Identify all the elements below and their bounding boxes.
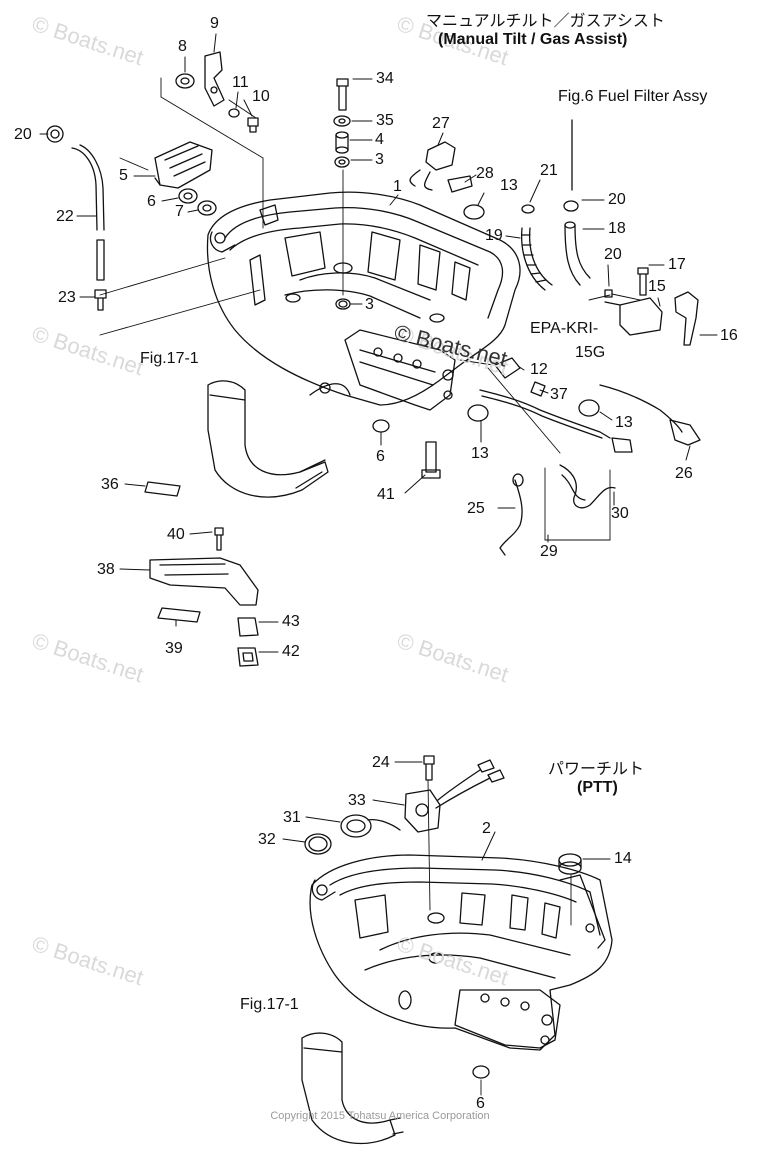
callout-11: 11 — [232, 74, 249, 91]
tiller-top — [207, 380, 329, 498]
callout-9: 9 — [210, 15, 219, 32]
ptt-small-parts — [304, 755, 582, 875]
callout-13: 13 — [615, 414, 633, 431]
fig17-ref-top: Fig.17-1 — [140, 350, 199, 367]
callout-31: 31 — [283, 809, 301, 826]
callout-36: 36 — [101, 476, 119, 493]
part-8-11 — [175, 51, 259, 133]
callout-20: 20 — [14, 126, 32, 143]
callout-13: 13 — [500, 177, 518, 194]
callout-3: 3 — [375, 151, 384, 168]
callout-26: 26 — [675, 465, 693, 482]
callout-38: 38 — [97, 561, 115, 578]
manual-tilt-title-jp: マニュアルチルト／ガスアシスト — [426, 13, 665, 30]
callout-37: 37 — [550, 386, 568, 403]
part-34-35-4-3 — [333, 78, 351, 308]
callout-16: 16 — [720, 327, 738, 344]
lower-cover-ptt — [309, 854, 613, 1051]
part-36 — [144, 481, 181, 497]
lower-cover-manual — [206, 191, 521, 411]
part-38-43 — [149, 527, 259, 667]
callout-10: 10 — [252, 88, 270, 105]
callout-6: 6 — [476, 1095, 485, 1112]
callout-29: 29 — [540, 543, 558, 560]
manual-tilt-title-en: (Manual Tilt / Gas Assist) — [438, 31, 628, 48]
callout-19: 19 — [485, 227, 503, 244]
ptt-title-en: (PTT) — [577, 779, 618, 796]
callout-42: 42 — [282, 643, 300, 660]
callout-41: 41 — [377, 486, 395, 503]
callout-35: 35 — [376, 112, 394, 129]
callout-28: 28 — [476, 165, 494, 182]
callout-3: 3 — [365, 296, 374, 313]
callout-20: 20 — [604, 246, 622, 263]
callout-7: 7 — [175, 203, 184, 220]
part-6-7-grommets — [178, 188, 217, 216]
callout-13: 13 — [471, 445, 489, 462]
epa-label-line1: EPA-KRI- — [530, 320, 599, 337]
fuel-filter-parts — [520, 119, 699, 346]
callout-18: 18 — [608, 220, 626, 237]
callout-30: 30 — [611, 505, 629, 522]
callout-23: 23 — [58, 289, 76, 306]
fuel-filter-ref: Fig.6 Fuel Filter Assy — [558, 88, 708, 105]
leader-lines-top — [99, 77, 641, 541]
leader-lines-bottom — [427, 779, 572, 1096]
fig17-ref-bottom: Fig.17-1 — [240, 996, 299, 1013]
callout-21: 21 — [540, 162, 558, 179]
ptt-title-jp: パワーチルト — [548, 761, 645, 778]
callout-17: 17 — [668, 256, 686, 273]
callout-27: 27 — [432, 115, 450, 132]
callout-12: 12 — [530, 361, 548, 378]
callout-4: 4 — [375, 131, 384, 148]
callout-33: 33 — [348, 792, 366, 809]
callout-39: 39 — [165, 640, 183, 657]
callout-22: 22 — [56, 208, 74, 225]
callout-40: 40 — [167, 526, 185, 543]
callout-43: 43 — [282, 613, 300, 630]
callout-2: 2 — [482, 820, 491, 837]
callout-6: 6 — [147, 193, 156, 210]
part-5-handle — [154, 141, 213, 189]
callout-leaders — [39, 33, 718, 861]
callout-15: 15 — [648, 278, 666, 295]
callout-25: 25 — [467, 500, 485, 517]
hose-22-assembly — [46, 125, 107, 311]
callout-34: 34 — [376, 70, 394, 87]
callout-20: 20 — [608, 191, 626, 208]
tiller-bottom — [301, 1032, 490, 1145]
epa-label-line2: 15G — [575, 344, 606, 361]
callout-32: 32 — [258, 831, 276, 848]
part-12-37 — [494, 357, 546, 397]
callout-8: 8 — [178, 38, 187, 55]
part-27-28 — [409, 141, 600, 422]
callout-14: 14 — [614, 850, 632, 867]
callout-6: 6 — [376, 448, 385, 465]
callout-1: 1 — [393, 178, 402, 195]
copyright-notice: Copyright 2015 Tohatsu America Corporati… — [270, 1110, 490, 1122]
wire-harness — [479, 384, 701, 556]
callout-5: 5 — [119, 167, 128, 184]
callout-24: 24 — [372, 754, 390, 771]
